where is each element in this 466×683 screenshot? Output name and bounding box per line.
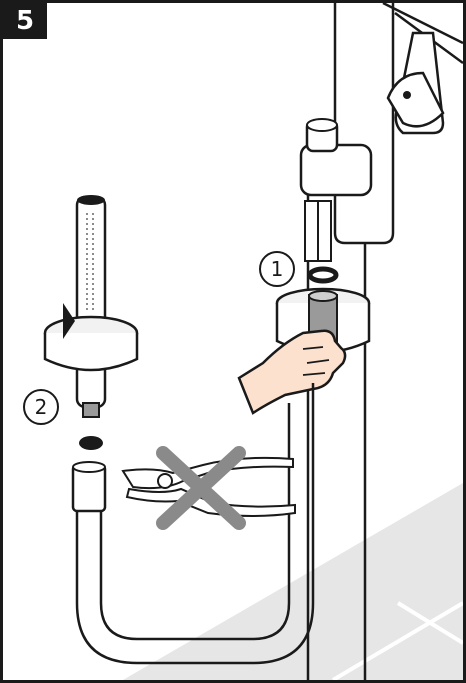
callout-1: 1 xyxy=(260,252,294,286)
callout-1-label: 1 xyxy=(271,257,284,281)
callout-2-label: 2 xyxy=(35,395,48,419)
hand xyxy=(239,331,345,413)
assembly-illustration: 1 2 xyxy=(3,3,463,680)
callout-2: 2 xyxy=(24,390,58,424)
do-not-use-cross-icon xyxy=(163,453,239,523)
step-number-badge: 5 xyxy=(3,3,47,39)
hand-shower xyxy=(77,195,105,417)
washer-2 xyxy=(79,436,103,450)
washer-1 xyxy=(310,269,336,281)
